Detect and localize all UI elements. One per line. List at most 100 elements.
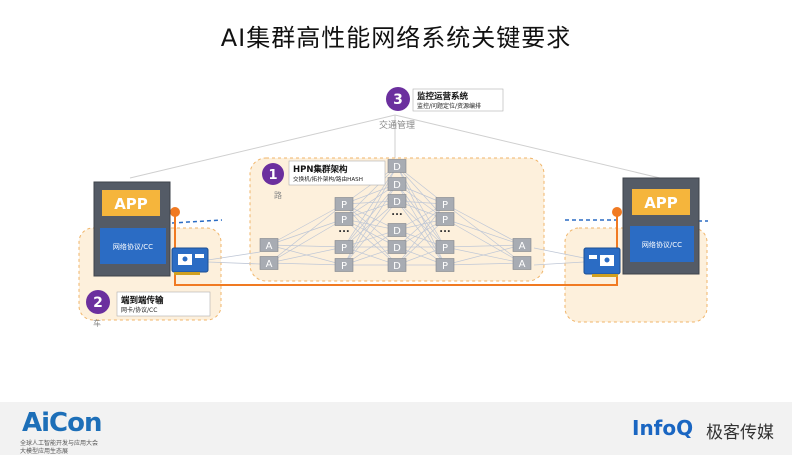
fabric-link <box>343 200 398 266</box>
switch-box <box>259 256 279 270</box>
left-nic-link-2 <box>207 261 261 265</box>
e2e-number: 2 <box>93 295 103 311</box>
monitor-link-right <box>394 114 661 179</box>
hpn-caption: 路 <box>274 190 282 200</box>
switch-label: P <box>442 200 448 211</box>
fabric-link <box>444 244 523 248</box>
fabric-link <box>396 200 446 266</box>
page-title: AI集群高性能网络系统关键要求 <box>220 24 572 52</box>
fabric-link <box>444 262 523 266</box>
switch-box <box>387 240 407 254</box>
hpn-sub: 交换机/拓扑架构/路由HASH <box>293 175 363 183</box>
hpn-label-box <box>288 160 386 186</box>
aicon-subtitle-2: 大模型应用生态展 <box>20 448 69 455</box>
switch-box <box>435 240 455 254</box>
e2e-caption: 车 <box>93 318 101 328</box>
switch-box <box>387 258 407 272</box>
fabric-link <box>444 218 523 246</box>
host-right: APP 网络协议/CC <box>622 177 700 275</box>
switch-d: D <box>387 258 407 272</box>
fabric-link <box>444 203 523 264</box>
e2e-heading: 端到端传输 <box>121 295 164 306</box>
switch-label: D <box>393 243 401 254</box>
switch-label: P <box>341 200 347 211</box>
switch-label: A <box>519 241 526 252</box>
switch-label: P <box>341 261 347 272</box>
right-nic-link <box>533 247 585 259</box>
monitor-number: 3 <box>393 92 403 108</box>
footer: AiCon 全球人工智能开发与应用大会 大模型应用生态展 InfoQ 极客传媒 <box>0 402 792 455</box>
switch-d: D <box>387 194 407 208</box>
host-right-proto: 网络协议/CC <box>642 240 682 249</box>
switch-p: P <box>334 212 354 226</box>
left-blue-dash <box>171 219 223 224</box>
switch-label: D <box>393 226 401 237</box>
monitor-badge <box>386 87 410 111</box>
switch-label: P <box>341 243 347 254</box>
hpn-zone <box>249 157 545 282</box>
aicon-subtitle: 全球人工智能开发与应用大会 <box>20 440 99 447</box>
e2e-sub: 网卡/协议/CC <box>121 306 157 314</box>
fabric-link <box>268 246 345 264</box>
switch-p: P <box>334 240 354 254</box>
switch-box <box>334 197 354 211</box>
switch-label: P <box>442 261 448 272</box>
fabric-link <box>444 246 523 264</box>
host-left-app: APP <box>114 195 148 213</box>
e2e-badge <box>86 290 110 314</box>
monitor-label-box <box>412 88 504 112</box>
switch-p: P <box>435 212 455 226</box>
fabric-link <box>396 218 446 266</box>
switch-label: D <box>393 261 401 272</box>
switch-box <box>435 197 455 211</box>
switch-box <box>334 212 354 226</box>
left-path-dot <box>170 207 180 217</box>
switch-box <box>435 258 455 272</box>
switch-a: A <box>259 256 279 270</box>
host-right-app: APP <box>644 194 678 212</box>
switch-a: A <box>259 238 279 252</box>
left-nic-link <box>207 251 261 261</box>
switch-label: D <box>393 162 401 173</box>
switch-label: A <box>266 241 273 252</box>
host-left-app-box <box>102 190 160 216</box>
hpn-badge <box>262 163 284 185</box>
monitor-caption: 交通管理 <box>379 119 415 131</box>
host-left-proto-box <box>100 228 166 264</box>
fabric-link <box>268 262 345 266</box>
right-path-dot <box>612 207 622 217</box>
right-nic-link-2 <box>533 261 585 266</box>
fabric-link <box>444 218 523 264</box>
switch-label: D <box>393 180 401 191</box>
fabric-link <box>268 244 345 248</box>
host-right-proto-box <box>630 226 694 262</box>
fabric-link <box>343 203 398 248</box>
e2e-label-box <box>116 291 211 317</box>
switch-a: A <box>512 238 532 252</box>
fabric-link <box>343 218 398 266</box>
switch-label: A <box>266 259 273 270</box>
switch-ellipsis: ... <box>338 224 349 235</box>
switch-box <box>334 258 354 272</box>
switch-box <box>334 240 354 254</box>
host-left-proto: 网络协议/CC <box>113 242 153 251</box>
hpn-callout: 1 HPN集群架构 交换机/拓扑架构/路由HASH 路 <box>262 160 386 200</box>
brand-name: 极客传媒 <box>706 423 774 443</box>
fabric-link <box>444 203 523 246</box>
switch-box <box>387 177 407 191</box>
fabric-link <box>268 218 345 264</box>
switch-p: P <box>334 197 354 211</box>
nic-right-icon <box>583 247 621 277</box>
switch-p: P <box>435 258 455 272</box>
nic-left-icon <box>171 247 209 275</box>
switch-box <box>512 256 532 270</box>
fabric-link <box>268 203 345 264</box>
switch-box <box>512 238 532 252</box>
monitor-callout: 3 监控运营系统 监控/问题定位/资源编排 交通管理 <box>379 87 504 131</box>
aicon-logo: AiCon <box>22 408 102 438</box>
switch-ellipsis: ... <box>439 224 450 235</box>
switch-label: P <box>341 215 347 226</box>
switch-box <box>259 238 279 252</box>
fabric-link <box>268 203 345 246</box>
